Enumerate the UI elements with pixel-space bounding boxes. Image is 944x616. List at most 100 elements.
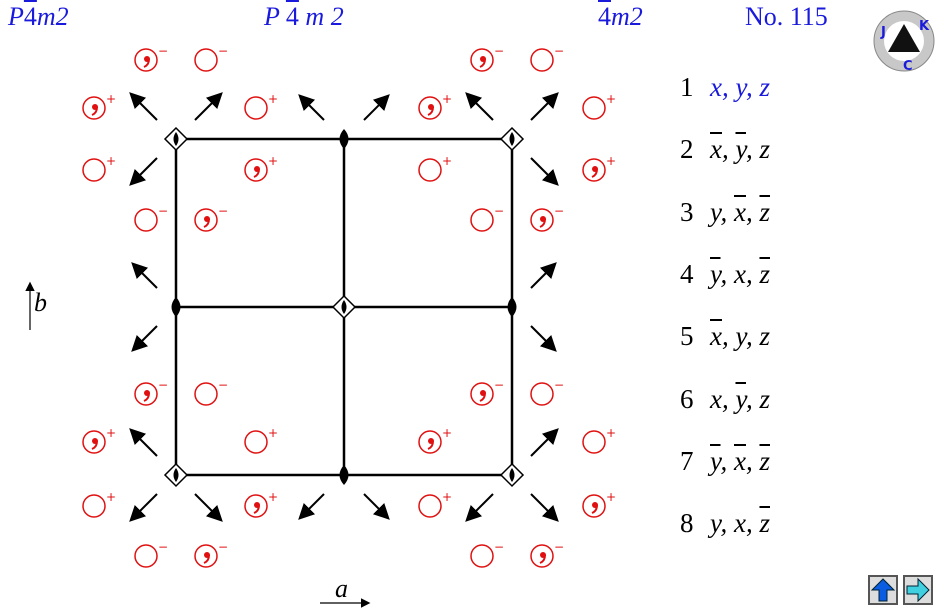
position-circle-comma: [194, 208, 218, 232]
fourbar-axis-core: [509, 132, 515, 146]
position-circle: [244, 96, 268, 120]
twofold-axis-arrow: [194, 92, 223, 121]
svg-text:K: K: [919, 19, 930, 34]
position-sign: +: [268, 426, 278, 440]
position-sign: +: [106, 92, 116, 106]
position-circle: [194, 48, 218, 72]
twofold-axis-arrow: [129, 493, 158, 522]
fourbar-axis-core: [173, 132, 179, 146]
position-coordinates: y, x, z: [710, 445, 770, 476]
jkc-logo-icon[interactable]: J K C: [873, 10, 935, 72]
twofold-axis-arrow: [363, 94, 390, 121]
position-sign: −: [554, 204, 564, 218]
position-sign: −: [494, 378, 504, 392]
position-sign: +: [442, 154, 452, 168]
nav-next-button[interactable]: [903, 575, 933, 605]
position-circle: [418, 494, 442, 518]
position-sign: +: [442, 426, 452, 440]
svg-text:J: J: [880, 25, 886, 40]
svg-text:C: C: [903, 59, 913, 72]
position-circle: [134, 208, 158, 232]
position-sign: +: [442, 92, 452, 106]
position-circle-comma: [244, 494, 268, 518]
position-circle-comma: [82, 96, 106, 120]
position-circle-comma: [530, 208, 554, 232]
comma-tail: [479, 392, 486, 402]
comma-tail: [143, 392, 150, 402]
position-circle-comma: [134, 382, 158, 406]
position-sign: +: [106, 490, 116, 504]
axis-a-label: a: [335, 574, 348, 603]
position-circle-comma: [244, 158, 268, 182]
comma-tail: [591, 168, 598, 178]
position-coordinates: y, x, z: [710, 508, 770, 539]
fourbar-axis-core: [509, 468, 515, 482]
twofold-axis-arrow: [530, 325, 557, 352]
position-circle-comma: [582, 494, 606, 518]
position-coordinates: y, x, z: [710, 258, 770, 289]
point-group-symbol: 4m2: [598, 2, 643, 31]
position-sign: −: [218, 204, 228, 218]
comma-tail: [203, 554, 210, 564]
position-number: 1: [680, 72, 694, 102]
twofold-axis-arrow: [465, 92, 494, 121]
position-sign: +: [106, 154, 116, 168]
twofold-axis-arrow: [530, 428, 559, 457]
twofold-axis-arrow: [298, 493, 325, 520]
comma-tail: [539, 218, 546, 228]
position-sign: +: [606, 154, 616, 168]
position-circle-comma: [134, 48, 158, 72]
comma-tail: [253, 504, 260, 514]
position-8: 8 y, x, z: [680, 508, 770, 539]
fourbar-axis-core: [341, 300, 347, 314]
position-number: 3: [680, 196, 694, 227]
position-circle: [244, 430, 268, 454]
position-circle: [530, 382, 554, 406]
position-circle: [530, 48, 554, 72]
twofold-axis-arrow: [530, 157, 559, 186]
position-number: 8: [680, 508, 694, 539]
position-sign: +: [606, 92, 616, 106]
nav-up-button[interactable]: [868, 575, 898, 605]
position-circle: [82, 158, 106, 182]
position-circle: [582, 96, 606, 120]
position-circle: [582, 430, 606, 454]
position-sign: −: [218, 378, 228, 392]
position-circle-comma: [470, 48, 494, 72]
twofold-axis-arrow: [129, 157, 158, 186]
position-circle-comma: [194, 544, 218, 568]
twofold-axis-arrow: [129, 92, 158, 121]
twofold-axis-arrow: [530, 493, 559, 522]
position-sign: −: [554, 540, 564, 554]
fourbar-axis-core: [173, 468, 179, 482]
arrow-right-icon: [906, 577, 930, 603]
position-7: 7 y, x, z: [680, 446, 770, 477]
comma-tail: [427, 106, 434, 116]
position-number: 5: [680, 321, 694, 352]
position-circle-comma: [418, 430, 442, 454]
twofold-axis-symbol: [171, 297, 181, 317]
position-sign: −: [218, 44, 228, 58]
position-sign: +: [268, 490, 278, 504]
comma-tail: [203, 218, 210, 228]
position-circle-comma: [582, 158, 606, 182]
position-circle: [470, 544, 494, 568]
comma-tail: [427, 440, 434, 450]
position-circle-comma: [82, 430, 106, 454]
position-4: 4 y, x, z: [680, 259, 770, 290]
position-number: 7: [680, 445, 694, 476]
comma-tail: [91, 440, 98, 450]
comma-tail: [91, 106, 98, 116]
position-circle-comma: [470, 382, 494, 406]
position-coordinates: x, y, z: [710, 321, 770, 352]
twofold-axis-arrow: [465, 493, 494, 522]
position-sign: +: [606, 490, 616, 504]
position-number: 4: [680, 258, 694, 289]
twofold-axis-arrow: [131, 325, 158, 352]
twofold-axis-arrow: [194, 493, 223, 522]
twofold-axis-arrow: [530, 262, 557, 289]
